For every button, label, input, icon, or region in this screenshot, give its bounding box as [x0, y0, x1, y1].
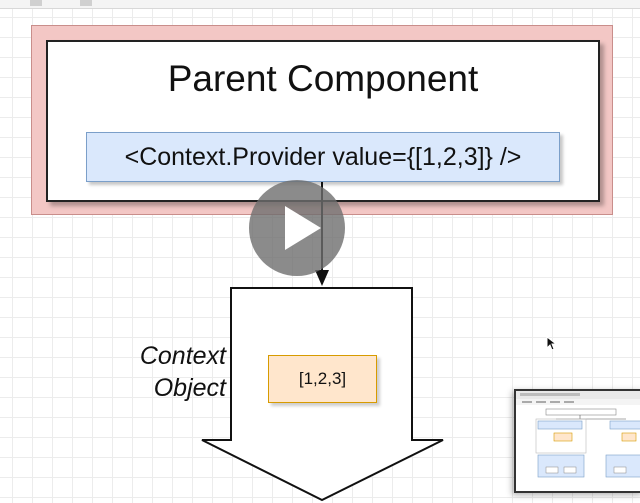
context-value-box[interactable]: [1,2,3]	[268, 355, 377, 403]
provider-to-context-arrowhead	[315, 270, 329, 286]
minimap-preview-graphic	[516, 391, 640, 478]
video-play-button[interactable]	[249, 180, 345, 276]
context-provider-code: <Context.Provider value={[1,2,3]} />	[124, 142, 522, 171]
context-object-label-line2: Object	[153, 374, 226, 402]
context-value-text: [1,2,3]	[298, 369, 347, 388]
mouse-pointer-icon	[546, 336, 558, 351]
toolbar-fragment	[80, 0, 92, 6]
play-icon	[285, 206, 321, 250]
window-top-strip	[0, 0, 640, 9]
context-object-label-line1: Context	[139, 342, 226, 370]
toolbar-fragment	[30, 0, 42, 6]
parent-component-title: Parent Component	[167, 58, 479, 99]
context-provider-box[interactable]: <Context.Provider value={[1,2,3]} />	[86, 132, 560, 182]
slide-minimap-thumbnail[interactable]	[514, 389, 640, 493]
